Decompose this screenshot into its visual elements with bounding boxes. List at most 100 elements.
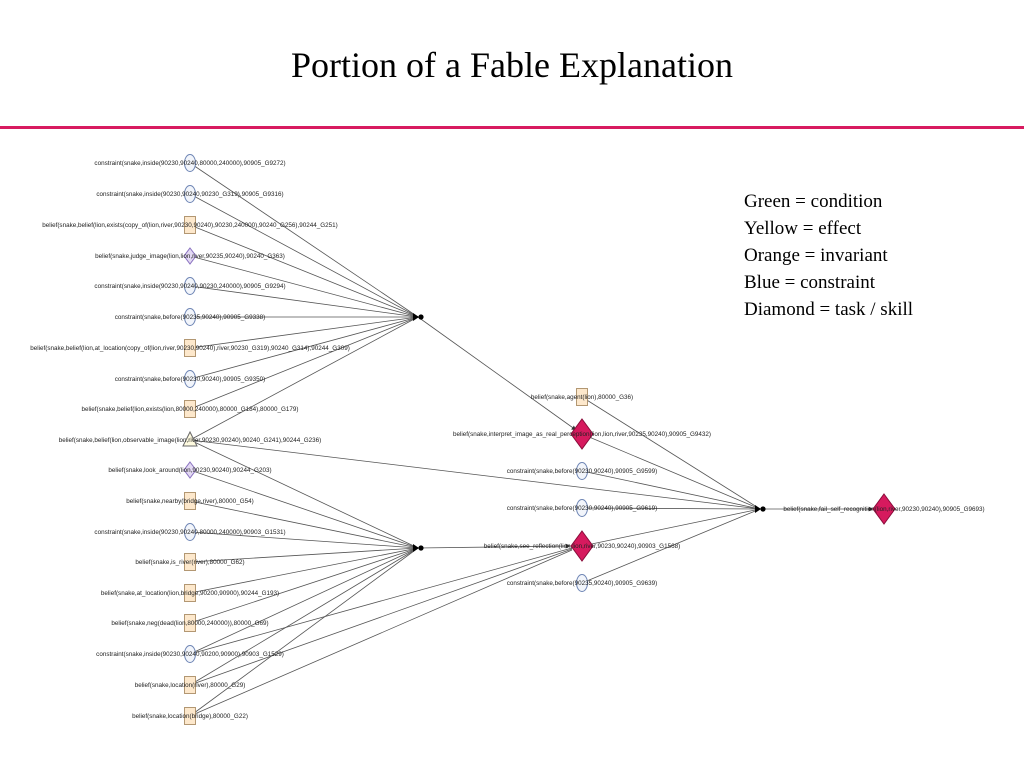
node-n15: belief(snake,at_location(lion,bridge,902… (101, 584, 279, 602)
task-node-shape (872, 493, 896, 525)
constraint-node-shape (576, 499, 588, 517)
node-n4: belief(snake,judge_image(lion,lion,river… (95, 247, 285, 265)
edge-n8-junction1 (189, 316, 419, 380)
node-r1: belief(snake,fail_self_recognition(lion,… (783, 493, 985, 525)
node-label: constraint(snake,before(90230,90240),909… (507, 468, 658, 475)
edge-n14-junction2 (189, 547, 419, 563)
edges (189, 162, 874, 717)
page-title: Portion of a Fable Explanation (291, 45, 733, 85)
node-label: belief(snake,location(bridge),80000_G22) (132, 713, 248, 720)
edge-m1-junction3 (581, 396, 761, 510)
node-m4: constraint(snake,before(90230,90240),909… (507, 499, 658, 517)
invariant-node-shape (184, 676, 196, 694)
legend: Green = condition Yellow = effect Orange… (744, 188, 913, 323)
invariant-node-shape (576, 388, 588, 406)
edge-n5-junction1 (189, 285, 419, 318)
node-n13: constraint(snake,inside(90230,90240,8000… (94, 523, 286, 541)
legend-condition: Green = condition (744, 191, 883, 212)
node-m6: constraint(snake,before(90235,90240),909… (507, 574, 658, 592)
node-label: belief(snake,interpret_image_as_real_per… (453, 431, 711, 438)
constraint-node-shape (576, 462, 588, 480)
node-label: constraint(snake,before(90230,90240),909… (115, 376, 266, 383)
edge-n12-junction2 (189, 500, 419, 549)
legend-effect: Yellow = effect (744, 218, 862, 239)
constraint-node-shape (184, 154, 196, 172)
node-label: constraint(snake,inside(90230,90240,8000… (94, 529, 285, 536)
node-n12: belief(snake,nearby(bridge,river),80000_… (126, 492, 254, 510)
junctions (413, 313, 766, 552)
task-node-shape (570, 418, 594, 450)
node-label: belief(snake,is_river(river),80000_G62) (135, 559, 244, 566)
junction-1 (413, 313, 424, 321)
node-label: constraint(snake,inside(90230,90240,8000… (94, 160, 285, 167)
edge-n18-m5 (189, 548, 573, 686)
edge-m4-junction3 (581, 507, 761, 510)
edge-n15-junction2 (189, 547, 419, 594)
node-n17: constraint(snake,inside(90230,90240,9020… (96, 645, 284, 663)
edge-n9-junction1 (189, 316, 419, 410)
constraint-node-shape (184, 523, 196, 541)
constraint-node-shape (184, 277, 196, 295)
edge-n13-junction2 (189, 531, 419, 549)
node-n5: constraint(snake,inside(90230,90240,9023… (94, 277, 286, 295)
node-label: belief(snake,agent(lion),80000_G36) (531, 394, 633, 401)
legend-constraint: Blue = constraint (744, 272, 876, 293)
node-n3: belief(snake,belief(lion,exists(copy_of(… (42, 216, 338, 234)
edge-junction2-m5 (417, 543, 571, 549)
edge-n17-junction2 (189, 547, 419, 655)
edge-n10-junction3 (189, 439, 761, 510)
constraint-node-shape (184, 185, 196, 203)
edge-m3-junction3 (581, 470, 761, 510)
title-divider (0, 126, 1024, 129)
node-m3: constraint(snake,before(90230,90240),909… (507, 462, 658, 480)
constraint-node-shape (576, 574, 588, 592)
node-label: constraint(snake,inside(90230,90240,9020… (96, 651, 284, 658)
node-n2: constraint(snake,inside(90230,90240,9023… (96, 185, 284, 203)
node-n7: belief(snake,belief(lion,at_location(cop… (30, 339, 350, 357)
node-label: constraint(snake,before(90235,90240),909… (507, 580, 658, 587)
edge-m5-junction3 (581, 508, 761, 547)
invariant-node-shape (184, 614, 196, 632)
invariant-node-shape (184, 553, 196, 571)
invariant-node-shape (184, 492, 196, 510)
node-n6: constraint(snake,before(90235,90240),909… (115, 308, 266, 326)
edge-n16-junction2 (189, 547, 419, 624)
node-n11: belief(snake,look_around(lion,90230,9024… (108, 461, 272, 479)
edge-n3-junction1 (189, 224, 419, 318)
node-label: belief(snake,belief(lion,observable_imag… (59, 437, 322, 444)
constraint-node-shape (184, 370, 196, 388)
edge-n2-junction1 (189, 193, 419, 318)
edge-n19-junction2 (189, 547, 419, 717)
edge-n19-m5 (189, 549, 573, 717)
edge-m2-junction3 (581, 433, 761, 510)
edge-n18-junction2 (189, 547, 419, 686)
node-label: belief(snake,see_reflection(lion,lion,ri… (484, 543, 680, 550)
node-n9: belief(snake,belief(lion,exists(lion,800… (81, 400, 299, 418)
edge-n1-junction1 (189, 162, 419, 318)
node-label: belief(snake,location(river),80000_G29) (135, 682, 246, 689)
node-n16: belief(snake,neg(dead(lion,80000,240000)… (111, 614, 269, 632)
edge-m6-junction3 (581, 508, 761, 584)
condition-node-shape (183, 247, 197, 265)
junction-3 (755, 505, 766, 513)
junction-2 (413, 544, 424, 552)
invariant-node-shape (184, 400, 196, 418)
node-label: constraint(snake,before(90230,90240),909… (507, 505, 658, 512)
legend-invariant: Orange = invariant (744, 245, 888, 266)
edge-n10-junction2 (189, 439, 419, 549)
node-n1: constraint(snake,inside(90230,90240,8000… (94, 154, 286, 172)
node-m2: belief(snake,interpret_image_as_real_per… (453, 418, 711, 450)
node-n8: constraint(snake,before(90230,90240),909… (115, 370, 266, 388)
edge-n10-junction1 (189, 316, 419, 441)
condition-node-shape (183, 461, 197, 479)
node-n18: belief(snake,location(river),80000_G29) (135, 676, 246, 694)
node-label: constraint(snake,before(90235,90240),909… (115, 314, 266, 321)
node-label: belief(snake,nearby(bridge,river),80000_… (126, 498, 253, 505)
node-label: constraint(snake,inside(90230,90240,9023… (94, 283, 285, 290)
edge-n7-junction1 (189, 316, 419, 349)
node-label: belief(snake,neg(dead(lion,80000,240000)… (111, 620, 268, 627)
invariant-node-shape (184, 216, 196, 234)
constraint-node-shape (184, 308, 196, 326)
invariant-node-shape (184, 584, 196, 602)
